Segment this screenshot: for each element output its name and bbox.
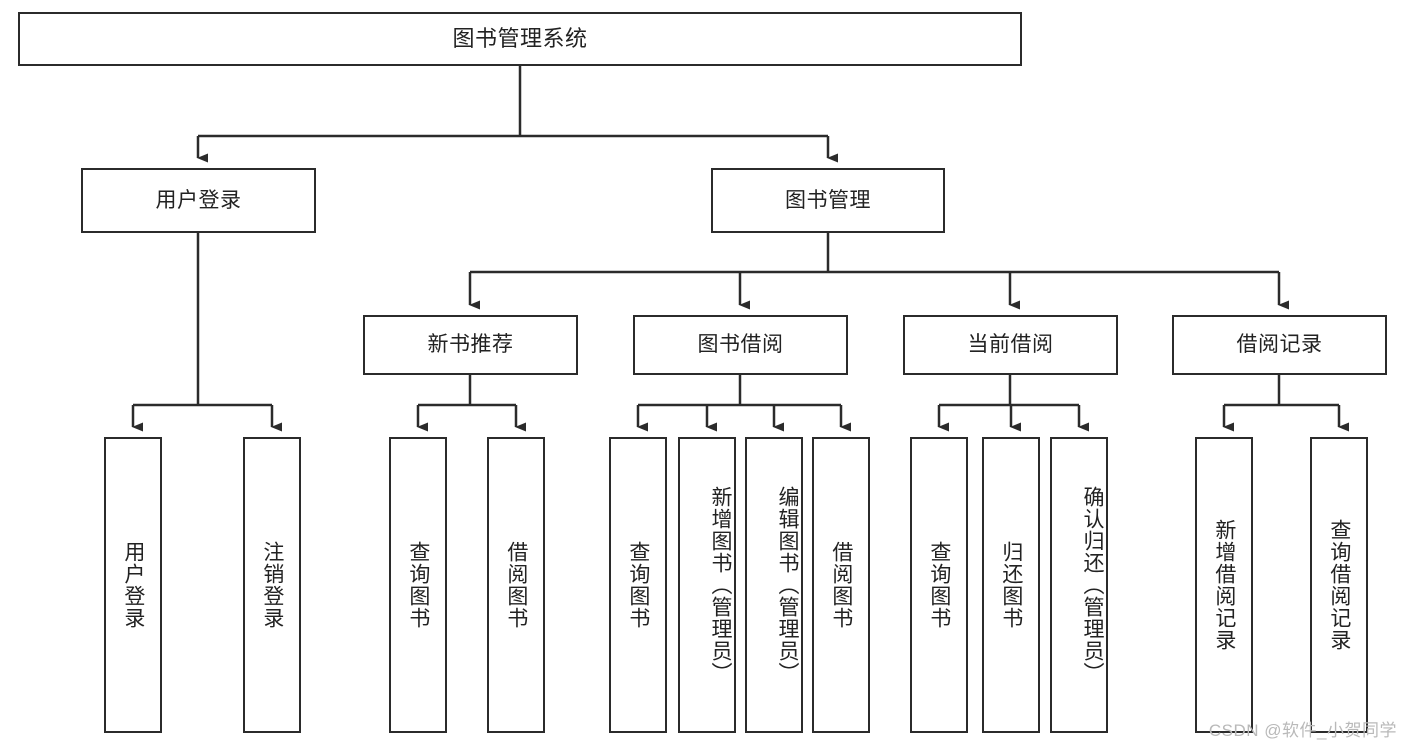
node-borrow-record[interactable]: 借阅记录: [1172, 315, 1387, 375]
node-book-management[interactable]: 图书管理: [711, 168, 945, 233]
leaf-query-book-recommend[interactable]: 查询图书: [389, 437, 447, 733]
node-new-book-recommend[interactable]: 新书推荐: [363, 315, 578, 375]
node-label: 注销登录: [260, 541, 284, 629]
node-label: 借阅记录: [1236, 333, 1323, 357]
leaf-borrow-book[interactable]: 借阅图书: [812, 437, 870, 733]
leaf-add-borrow-record[interactable]: 新增借阅记录: [1195, 437, 1253, 733]
node-label: 编辑图书（管理员）: [776, 486, 799, 684]
node-label: 借阅图书: [829, 541, 853, 629]
leaf-query-book-current[interactable]: 查询图书: [910, 437, 968, 733]
leaf-query-book-borrow[interactable]: 查询图书: [609, 437, 667, 733]
node-current-borrow[interactable]: 当前借阅: [903, 315, 1118, 375]
node-label: 确认归还（管理员）: [1081, 486, 1104, 684]
node-label: 归还图书: [999, 541, 1023, 629]
node-label: 借阅图书: [504, 541, 528, 629]
leaf-return-book[interactable]: 归还图书: [982, 437, 1040, 733]
node-root[interactable]: 图书管理系统: [18, 12, 1022, 66]
node-label: 新增图书（管理员）: [709, 486, 732, 684]
node-label: 查询借阅记录: [1327, 519, 1351, 651]
node-user-login[interactable]: 用户登录: [81, 168, 316, 233]
node-label: 用户登录: [121, 541, 145, 629]
node-label: 查询图书: [927, 541, 951, 629]
leaf-query-borrow-record[interactable]: 查询借阅记录: [1310, 437, 1368, 733]
leaf-user-login[interactable]: 用户登录: [104, 437, 162, 733]
node-label: 当前借阅: [967, 333, 1054, 357]
node-label: 用户登录: [155, 188, 242, 212]
node-label: 新书推荐: [427, 333, 514, 357]
watermark: CSDN @软件_小贺同学: [1208, 721, 1397, 740]
leaf-logout-login[interactable]: 注销登录: [243, 437, 301, 733]
node-label: 查询图书: [406, 541, 430, 629]
leaf-borrow-book-recommend[interactable]: 借阅图书: [487, 437, 545, 733]
node-label: 图书管理: [785, 188, 871, 212]
node-book-borrow[interactable]: 图书借阅: [633, 315, 848, 375]
node-label: 查询图书: [626, 541, 650, 629]
leaf-add-book-admin[interactable]: 新增图书（管理员）: [678, 437, 736, 733]
node-label: 图书借阅: [697, 333, 784, 357]
leaf-edit-book-admin[interactable]: 编辑图书（管理员）: [745, 437, 803, 733]
node-label: 图书管理系统: [452, 25, 588, 51]
node-label: 新增借阅记录: [1212, 519, 1236, 651]
leaf-confirm-return-admin[interactable]: 确认归还（管理员）: [1050, 437, 1108, 733]
